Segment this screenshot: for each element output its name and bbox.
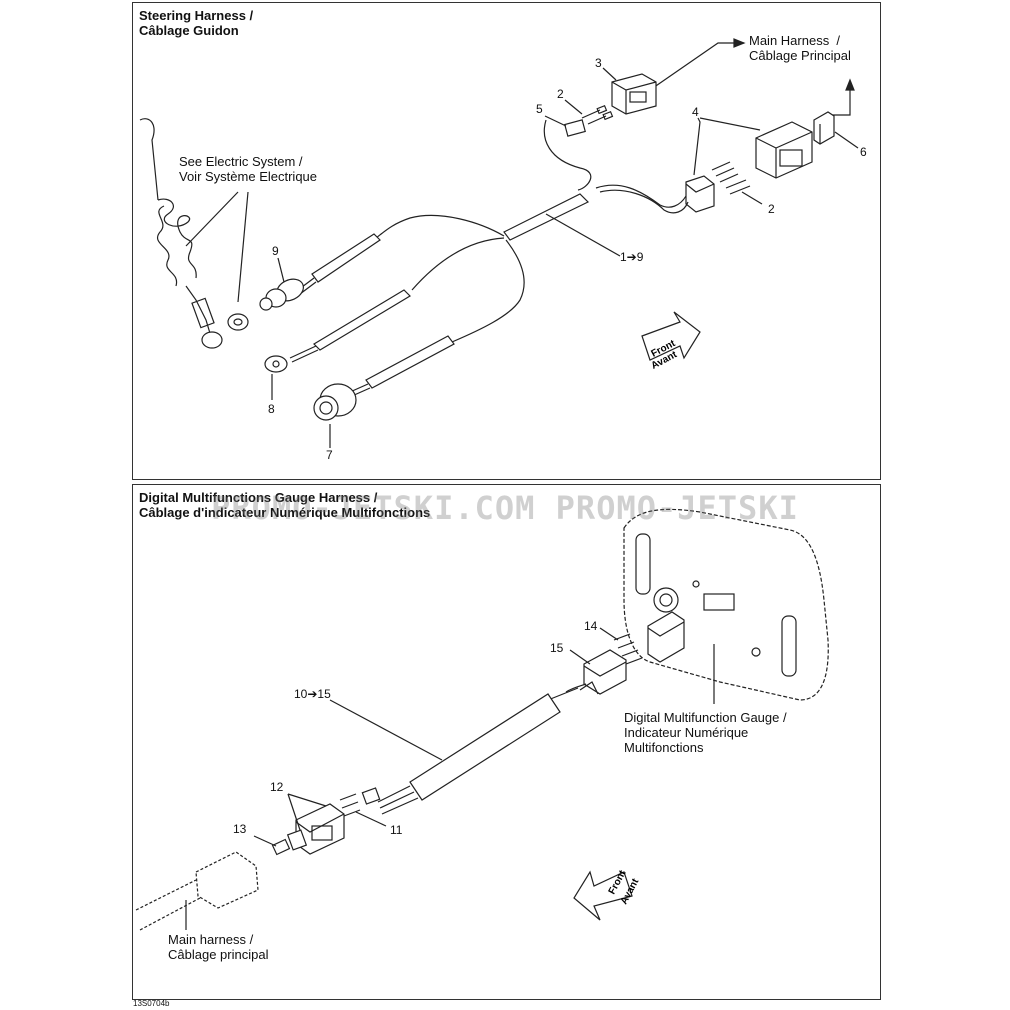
ring-terminal-8 bbox=[264, 355, 288, 373]
part-number-6: 6 bbox=[860, 145, 867, 159]
title-en: Digital Multifunctions Gauge Harness / bbox=[139, 490, 378, 505]
part-number-11: 11 bbox=[390, 823, 403, 837]
title-fr: Câblage d'indicateur Numérique Multifonc… bbox=[139, 505, 431, 520]
digital-gauge bbox=[623, 508, 829, 701]
part-number-8: 8 bbox=[268, 402, 275, 416]
connector-15 bbox=[583, 649, 627, 695]
terminal-pins-11 bbox=[339, 793, 361, 817]
steering-harness-title: Steering Harness / Câblage Guidon bbox=[139, 8, 253, 38]
callout-main-harness-bottom: Main harness / Câblage principal bbox=[168, 932, 269, 962]
seal-plate-5 bbox=[564, 119, 586, 137]
callout-digital-gauge: Digital Multifunction Gauge / Indicateur… bbox=[624, 710, 787, 755]
harness-sleeve-bottom bbox=[409, 693, 561, 801]
part-number-2: 2 bbox=[557, 87, 564, 101]
part-number-15: 15 bbox=[550, 641, 564, 655]
sensor-7 bbox=[313, 383, 357, 421]
title-fr: Câblage Guidon bbox=[139, 23, 239, 38]
part-number-5: 5 bbox=[536, 102, 543, 116]
coiled-lanyard bbox=[139, 118, 249, 349]
harness-sleeve-main bbox=[503, 193, 590, 241]
front-arrow-top: Front Avant bbox=[641, 311, 701, 372]
part-number-4: 4 bbox=[692, 105, 699, 119]
main-harness-plug bbox=[135, 851, 259, 931]
gauge-harness-title: Digital Multifunctions Gauge Harness / C… bbox=[139, 490, 430, 520]
leader-arrowhead bbox=[733, 38, 746, 48]
leader-arrowhead bbox=[845, 78, 855, 91]
harness-plug bbox=[685, 175, 715, 213]
leader-connector-6 bbox=[828, 82, 851, 116]
callout-main-harness-top: Main Harness / Câblage Principal bbox=[749, 33, 851, 63]
part-number-9: 9 bbox=[272, 244, 279, 258]
terminal-pins-lower bbox=[711, 161, 751, 195]
part-number-14: 14 bbox=[584, 619, 598, 633]
leader-main-harness bbox=[649, 42, 744, 91]
switch-9 bbox=[259, 278, 304, 311]
terminal-pins-upper bbox=[581, 104, 614, 125]
part-number-10-15: 10➔15 bbox=[294, 687, 331, 701]
gauge-connector bbox=[647, 611, 685, 663]
connector-housing-3 bbox=[611, 73, 657, 115]
connector-housing-4 bbox=[755, 121, 813, 179]
part-number-7: 7 bbox=[326, 448, 333, 462]
part-number-13: 13 bbox=[233, 822, 247, 836]
callout-see-electric-system: See Electric System / Voir Système Elect… bbox=[179, 154, 318, 184]
figure-code: 13S0704b bbox=[133, 999, 170, 1008]
part-number-2-lower: 2 bbox=[768, 202, 775, 216]
part-number-1-9: 1➔9 bbox=[620, 250, 644, 264]
seal-6 bbox=[813, 111, 835, 145]
front-arrow-bottom: Front Avant bbox=[573, 868, 642, 921]
part-number-3: 3 bbox=[595, 56, 602, 70]
title-en: Steering Harness / bbox=[139, 8, 254, 23]
part-number-12: 12 bbox=[270, 780, 284, 794]
